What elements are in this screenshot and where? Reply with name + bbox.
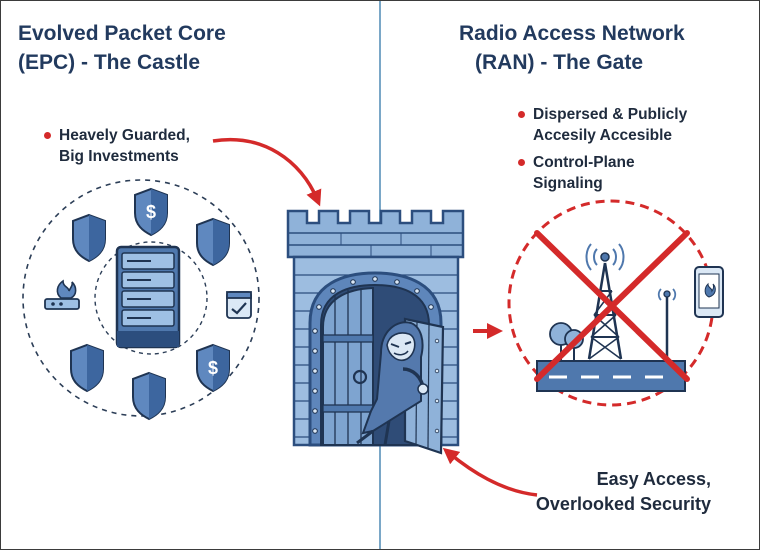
ran-bullet-2-line1: Control-Plane	[533, 154, 635, 171]
ran-bullet-1-line2: Accesily Accesible	[533, 127, 673, 144]
dollar-shield-icon: $	[196, 343, 230, 393]
hooded-intruder-icon	[356, 321, 429, 446]
svg-text:$: $	[208, 358, 218, 378]
checklist-icon	[226, 291, 252, 319]
ran-scene	[507, 199, 724, 407]
radio-tower-icon	[657, 288, 677, 359]
road-icon	[536, 360, 686, 392]
smartphone-icon	[694, 266, 724, 318]
shield-icon	[132, 371, 166, 421]
epc-bullet-line1: Heavely Guarded,	[59, 127, 190, 144]
ran-title: Radio Access Network (RAN) - The Gate	[459, 19, 685, 77]
bullet-dot	[44, 132, 51, 139]
epc-title-line1: Evolved Packet Core	[18, 22, 226, 45]
server-icon	[115, 245, 181, 349]
shield-icon	[70, 343, 104, 393]
arrow-to-gate	[442, 447, 538, 497]
epc-cluster: $ $	[22, 179, 260, 421]
epc-title-line2: (EPC) - The Castle	[18, 51, 201, 74]
epc-bullet: Heavely Guarded, Big Investments	[44, 125, 190, 167]
ran-title-line1: Radio Access Network	[459, 22, 685, 45]
svg-text:$: $	[146, 202, 156, 222]
dollar-shield-icon: $	[134, 187, 168, 237]
ran-bullet-2: Control-Plane Signaling	[518, 152, 635, 194]
shield-icon	[72, 213, 106, 263]
ran-bullet-2-line2: Signaling	[533, 175, 603, 192]
ran-bullet-1-line1: Dispersed & Publicly	[533, 106, 688, 123]
ran-caption-line1: Easy Access,	[596, 469, 711, 489]
ran-caption: Easy Access, Overlooked Security	[536, 467, 711, 517]
bullet-dot	[518, 111, 525, 118]
castle-icon	[286, 209, 465, 455]
arrow-to-castle	[212, 137, 322, 207]
epc-bullet-line2: Big Investments	[59, 148, 179, 165]
bullet-dot	[518, 159, 525, 166]
ran-title-line2: (RAN) - The Gate	[475, 51, 643, 74]
ran-bullet-1: Dispersed & Publicly Accesily Accesible	[518, 104, 688, 146]
prohibited-cross-icon	[534, 230, 690, 382]
fire-icon	[44, 279, 80, 310]
shield-icon	[196, 217, 230, 267]
epc-title: Evolved Packet Core (EPC) - The Castle	[18, 19, 226, 77]
ran-caption-line2: Overlooked Security	[535, 494, 711, 514]
